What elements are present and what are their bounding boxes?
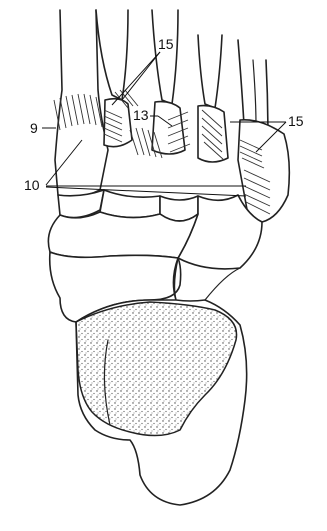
metatarsal-2 <box>96 10 128 100</box>
label-15-top: 15 <box>158 36 174 52</box>
label-9: 9 <box>30 120 38 136</box>
label-10: 10 <box>24 177 40 193</box>
label-13: 13 <box>133 107 149 123</box>
label-15-right: 15 <box>288 113 304 129</box>
metatarsal-4 <box>198 35 222 108</box>
intermediate-cuneiform <box>100 190 160 218</box>
metatarsal-base-4 <box>198 106 228 162</box>
